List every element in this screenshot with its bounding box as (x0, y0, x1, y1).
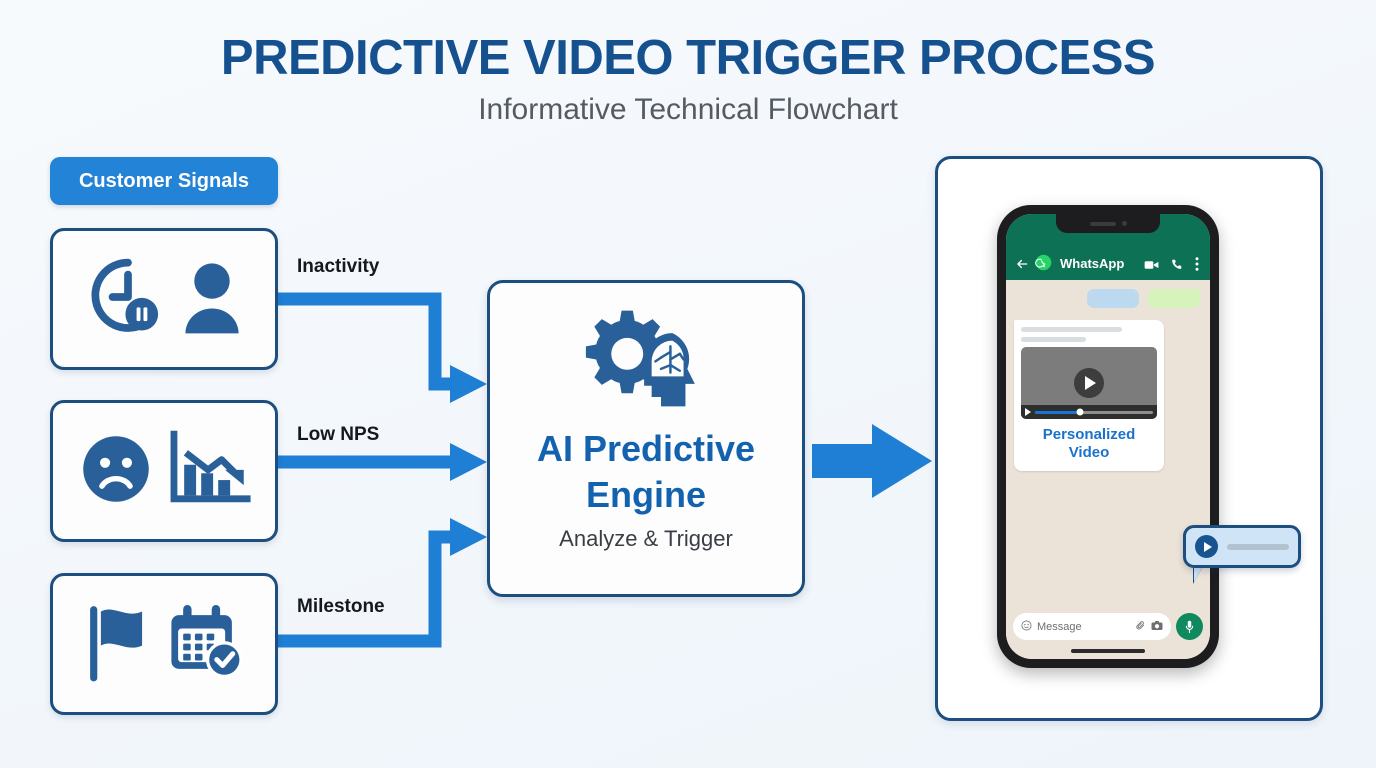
page-subtitle: Informative Technical Flowchart (478, 93, 898, 126)
user-icon (181, 257, 243, 342)
emoji-smiley-icon[interactable] (1021, 618, 1032, 636)
phone-screen: WhatsApp (1006, 214, 1210, 659)
video-message-card[interactable]: Personalized Video (1014, 320, 1164, 471)
video-caption-line2: Video (1068, 444, 1110, 461)
connector-label-milestone: Milestone (297, 596, 385, 617)
message-placeholder: Message (1037, 620, 1082, 633)
signal-card-inactivity[interactable] (50, 228, 278, 370)
chat-bubble-incoming (1087, 289, 1139, 308)
back-arrow-icon[interactable] (1015, 257, 1029, 271)
declining-chart-icon (165, 429, 251, 514)
signal-card-low-nps[interactable] (50, 400, 278, 542)
video-thumbnail[interactable] (1021, 347, 1157, 419)
microphone-icon[interactable] (1176, 613, 1203, 640)
chat-thread: Personalized Video Message (1006, 280, 1210, 659)
chat-bubble-outgoing (1148, 289, 1200, 308)
sad-face-icon (77, 430, 155, 513)
front-camera-icon (1121, 221, 1127, 226)
phone-mockup: WhatsApp (997, 205, 1219, 668)
earpiece-speaker (1089, 221, 1116, 226)
engine-title-line2: Engine (585, 474, 706, 516)
connector-label-low-nps: Low NPS (297, 424, 380, 445)
text-placeholder-line (1021, 327, 1122, 332)
notification-bubble-tail (1194, 566, 1203, 582)
whatsapp-app-name: WhatsApp (1060, 256, 1125, 271)
video-progress-track[interactable] (1035, 408, 1153, 416)
home-indicator (1071, 649, 1145, 653)
phone-notch (1056, 214, 1160, 233)
clock-pause-icon (85, 254, 171, 345)
notification-bubble[interactable] (1183, 525, 1301, 568)
play-button-icon[interactable] (1074, 368, 1104, 398)
play-button-icon[interactable] (1195, 535, 1218, 558)
engine-title-line1: AI Predictive (536, 428, 756, 469)
play-small-icon[interactable] (1025, 408, 1031, 416)
flag-icon (81, 599, 153, 690)
paperclip-icon[interactable] (1135, 618, 1146, 636)
video-caption-line1: Personalized (1042, 426, 1136, 443)
phone-icon[interactable] (1170, 258, 1183, 271)
customer-signals-badge: Customer Signals (50, 157, 278, 205)
customer-signals-badge-label: Customer Signals (78, 169, 250, 192)
connector-label-inactivity: Inactivity (297, 256, 380, 277)
calendar-check-icon (163, 600, 247, 689)
video-progress-fill (1035, 410, 1080, 414)
video-caption: Personalized Video (1021, 426, 1157, 462)
video-controls[interactable] (1021, 405, 1157, 419)
video-progress-knob[interactable] (1076, 408, 1084, 416)
overflow-menu-icon[interactable] (1195, 257, 1199, 271)
whatsapp-logo-icon (1035, 254, 1052, 271)
notification-text-placeholder (1227, 543, 1289, 550)
video-camera-icon[interactable] (1144, 259, 1159, 271)
signal-card-milestone[interactable] (50, 573, 278, 715)
message-input-field[interactable]: Message (1013, 613, 1171, 640)
engine-title: AI Predictive Engine (537, 426, 755, 518)
engine-subtitle: Analyze & Trigger (559, 526, 733, 552)
page-title: PREDICTIVE VIDEO TRIGGER PROCESS (220, 31, 1156, 85)
ai-predictive-engine-card[interactable]: AI Predictive Engine Analyze & Trigger (487, 280, 805, 597)
gear-brain-head-icon (580, 305, 712, 418)
camera-icon[interactable] (1151, 618, 1163, 636)
message-input-bar: Message (1013, 613, 1203, 640)
text-placeholder-line (1021, 337, 1087, 342)
